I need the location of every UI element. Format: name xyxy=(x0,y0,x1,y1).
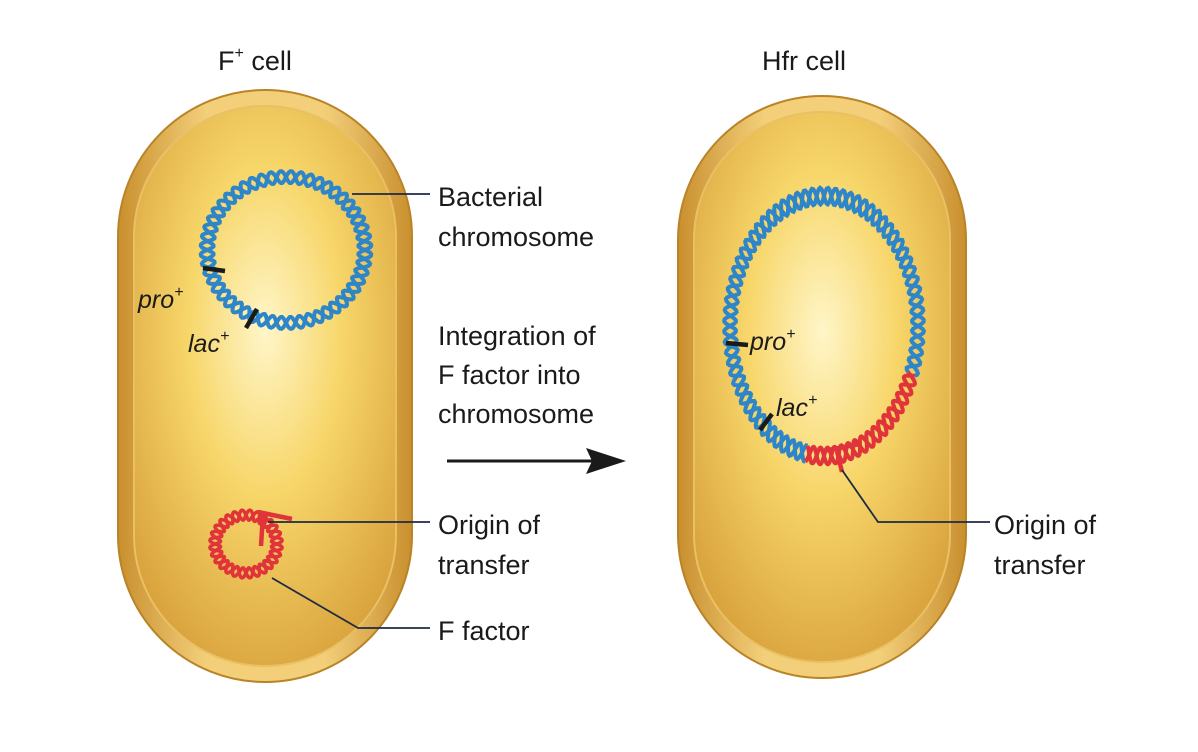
label-right-origin-line1: Origin of xyxy=(994,510,1097,540)
right-chromosome-strand-b xyxy=(722,185,926,462)
right-lac-marker xyxy=(758,412,774,432)
left-lac-marker xyxy=(244,307,259,330)
right-pro-marker xyxy=(725,340,749,348)
left-origin-marker xyxy=(257,509,293,547)
label-bacterial-chromosome-line2: chromosome xyxy=(438,222,594,252)
label-bacterial-chromosome-line1: Bacterial xyxy=(438,182,543,212)
label-integration-line3: chromosome xyxy=(438,399,594,429)
right-chromosome-strand-a xyxy=(722,185,927,464)
left-pro-marker xyxy=(202,265,226,274)
label-f-factor: F factor xyxy=(438,616,530,646)
right-lac-label: lac+ xyxy=(776,392,817,422)
right-pro-label: pro+ xyxy=(749,326,795,356)
label-right-origin-line2: transfer xyxy=(994,550,1086,580)
integrated-f-factor-strand-a xyxy=(804,373,915,467)
left-bacterial-chromosome xyxy=(198,169,374,331)
right-cell-cytoplasm xyxy=(693,111,951,663)
right-origin-marker xyxy=(822,441,861,473)
label-integration-line1: Integration of xyxy=(438,321,596,351)
right-hfr-chromosome xyxy=(722,185,927,473)
right-cell-title: Hfr cell xyxy=(762,46,846,76)
label-left-origin-line2: transfer xyxy=(438,550,530,580)
integrated-f-factor-strand-b xyxy=(805,370,917,467)
left-lac-label: lac+ xyxy=(188,328,229,358)
left-chromosome-strand-b xyxy=(198,169,374,331)
label-left-origin-line1: Origin of xyxy=(438,510,541,540)
f-plus-cell: pro+ lac+ xyxy=(117,89,413,683)
left-cell-cytoplasm xyxy=(133,105,397,667)
left-cell-title: F+ cell xyxy=(218,45,292,76)
integration-arrow xyxy=(447,448,626,474)
hfr-cell: pro+ lac+ xyxy=(677,95,967,679)
left-f-factor-plasmid xyxy=(208,508,293,580)
leader-f-factor xyxy=(271,577,430,629)
label-integration-line2: F factor into xyxy=(438,360,581,390)
leader-right-origin xyxy=(841,469,990,523)
left-pro-label: pro+ xyxy=(137,284,183,314)
